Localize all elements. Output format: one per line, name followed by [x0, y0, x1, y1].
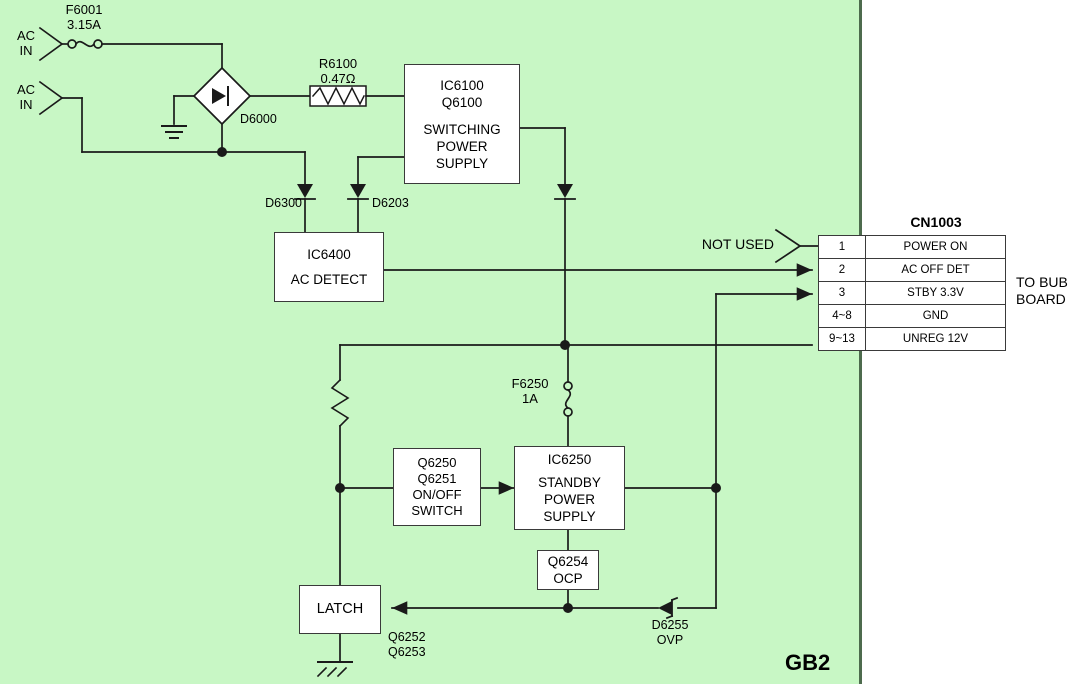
panel-label-gb2: GB2 [785, 650, 831, 675]
to-bub-board-note: TO BUB BOARD [1016, 274, 1068, 307]
block-ic6400-line2: AC DETECT [290, 272, 368, 287]
block-ic6100-line4: POWER [436, 138, 488, 154]
block-q6254-line1: Q6254 [547, 554, 589, 569]
cn1003-pin: 4~8 [818, 304, 866, 328]
table-row[interactable]: 3 STBY 3.3V [818, 281, 1006, 305]
block-q6250-line2: Q6251 [417, 471, 457, 486]
table-row[interactable]: 9~13 UNREG 12V [818, 327, 1006, 351]
table-row[interactable]: 4~8 GND [818, 304, 1006, 328]
block-q6250-line4: SWITCH [411, 503, 463, 518]
cn1003-pin: 2 [818, 258, 866, 282]
block-q6254-line2: OCP [553, 571, 583, 586]
cn1003-pin: 1 [818, 235, 866, 259]
block-ic6100-line2: Q6100 [441, 94, 483, 110]
block-q6250-line1: Q6250 [417, 455, 457, 470]
block-ic6100-line3: SWITCHING [423, 121, 501, 137]
cn1003-pin: 3 [818, 281, 866, 305]
cn1003-signal: AC OFF DET [865, 258, 1006, 282]
block-switching-power-supply[interactable]: IC6100 Q6100 SWITCHING POWER SUPPLY [404, 64, 520, 184]
f6001-label: F6001 3.15A [65, 2, 103, 32]
block-q6250-line3: ON/OFF [412, 487, 462, 502]
f6250-label: F6250 1A [511, 376, 549, 406]
block-ocp[interactable]: Q6254 OCP [537, 550, 599, 590]
block-standby-power-supply[interactable]: IC6250 STANDBY POWER SUPPLY [514, 446, 625, 530]
d6000-label: D6000 [240, 112, 277, 126]
cn1003-table: 1 POWER ON 2 AC OFF DET 3 STBY 3.3V 4~8 … [818, 235, 1006, 351]
d6300-label: D6300 [265, 196, 302, 210]
cn1003-signal: GND [865, 304, 1006, 328]
table-row[interactable]: 1 POWER ON [818, 235, 1006, 259]
block-ic6100-line5: SUPPLY [435, 155, 489, 171]
not-used-label: NOT USED [701, 236, 774, 252]
d6203-label: D6203 [372, 196, 409, 210]
block-ic6100-line1: IC6100 [440, 77, 484, 93]
cn1003-rows: 1 POWER ON 2 AC OFF DET 3 STBY 3.3V 4~8 … [818, 235, 1006, 351]
block-ic6250-line1: IC6250 [547, 452, 592, 467]
d6255-label: D6255 OVP [651, 618, 689, 647]
block-ic6250-line3: POWER [543, 492, 595, 507]
cn1003-signal: STBY 3.3V [865, 281, 1006, 305]
block-latch-line1: LATCH [316, 601, 364, 617]
cn1003-signal: POWER ON [865, 235, 1006, 259]
table-row[interactable]: 2 AC OFF DET [818, 258, 1006, 282]
cn1003-signal: UNREG 12V [865, 327, 1006, 351]
block-ic6250-line2: STANDBY [538, 475, 601, 490]
block-latch[interactable]: LATCH [299, 585, 381, 634]
q6252-q6253-label: Q6252 Q6253 [388, 630, 426, 659]
ac-in-2-label: AC IN [16, 82, 36, 112]
block-ic6400-line1: IC6400 [307, 247, 351, 262]
cn1003-pin: 9~13 [818, 327, 866, 351]
ac-in-1-label: AC IN [16, 28, 36, 58]
block-on-off-switch[interactable]: Q6250 Q6251 ON/OFF SWITCH [393, 448, 481, 526]
cn1003-title: CN1003 [910, 214, 962, 230]
block-ic6250-line4: SUPPLY [543, 509, 596, 524]
r6100-label: R6100 0.47Ω [318, 56, 358, 86]
block-ac-detect[interactable]: IC6400 AC DETECT [274, 232, 384, 302]
